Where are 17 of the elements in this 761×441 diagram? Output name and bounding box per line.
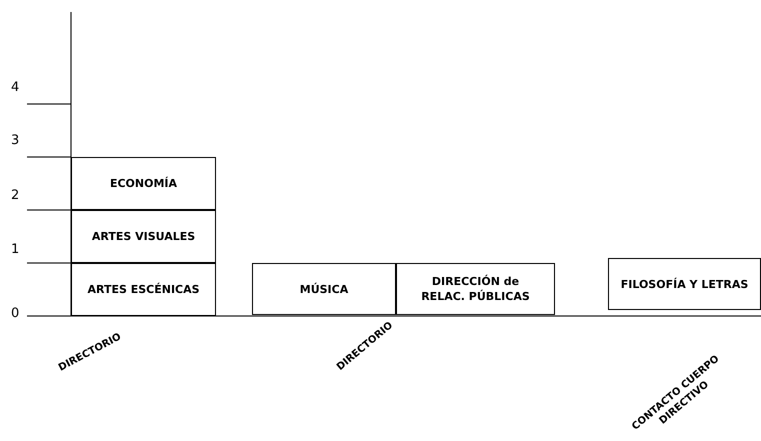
category-label: FILOSOFÍA Y LETRAS (620, 276, 748, 292)
category-box (396, 263, 555, 315)
category-label: ECONOMÍA (110, 176, 178, 191)
category-box (71, 210, 216, 263)
category-label: ARTES VISUALES (92, 229, 196, 244)
category-box (71, 157, 216, 210)
tick-label: 0 (11, 306, 20, 321)
tick-label: 2 (11, 188, 20, 203)
category-label: MÚSICA (300, 282, 348, 296)
tick-label: 3 (11, 133, 20, 148)
tick-label: 1 (11, 242, 20, 257)
category-label: DIRECCIÓN de RELAC. PÚBLICAS (421, 274, 530, 304)
category-box (252, 263, 396, 315)
category-label: ARTES ESCÉNICAS (87, 282, 200, 297)
tick-label: 4 (11, 80, 20, 95)
category-box (71, 263, 216, 316)
category-box (608, 258, 761, 310)
